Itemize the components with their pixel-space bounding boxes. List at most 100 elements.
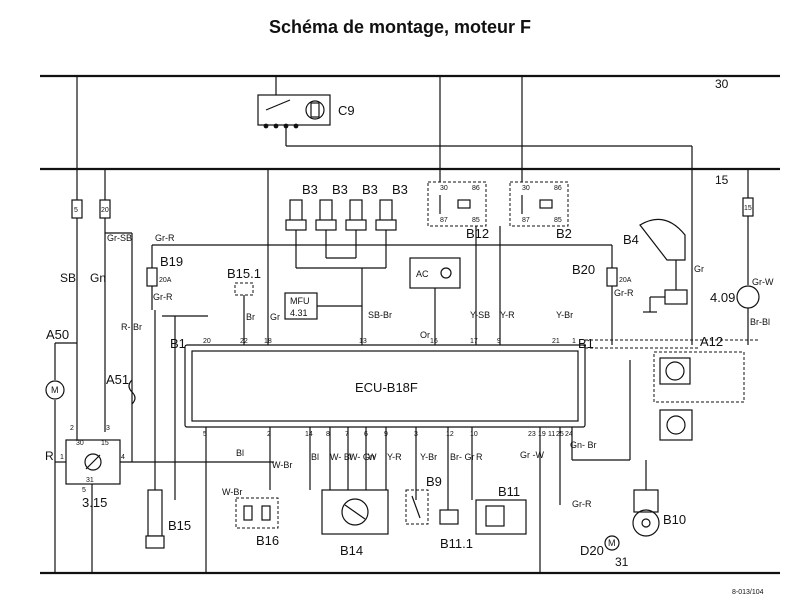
- a50-label: A50: [46, 327, 69, 342]
- b12-label: B12: [466, 226, 489, 241]
- rail-30-label: 30: [715, 77, 729, 91]
- wire-gn: Gn: [90, 271, 106, 285]
- svg-text:86: 86: [472, 185, 480, 192]
- b10-label: B10: [663, 512, 686, 527]
- sensor-b10: B10: [632, 460, 686, 537]
- svg-text:16: 16: [430, 338, 438, 345]
- b20-label: B20: [572, 262, 595, 277]
- svg-text:20: 20: [203, 338, 211, 345]
- b3-label-1: B3: [302, 182, 318, 197]
- svg-text:M: M: [51, 385, 59, 395]
- b11-1-label: B11.1: [440, 536, 473, 551]
- svg-text:5: 5: [203, 431, 207, 438]
- rail-31-label: 31: [615, 555, 629, 569]
- tachometer-4-09: [736, 285, 760, 309]
- fuse-1-rating: 5: [74, 207, 78, 214]
- b4-label: B4: [623, 232, 639, 247]
- svg-text:30: 30: [440, 185, 448, 192]
- wire-br-bl: Br-Bl: [750, 317, 770, 327]
- wire-sb: SB: [60, 271, 76, 285]
- r315-label: 3.15: [82, 495, 107, 510]
- reference-code: 8-013/104: [732, 589, 764, 596]
- switch-b9: B9: [405, 474, 442, 525]
- svg-text:3: 3: [106, 425, 110, 432]
- wire-br: Br: [246, 312, 255, 322]
- wire-w-bl: W- Bl: [330, 452, 352, 462]
- svg-text:19: 19: [538, 431, 546, 438]
- b16-label: B16: [256, 533, 279, 548]
- wire-y-br: Y-Br: [556, 310, 573, 320]
- wire-gr-r-low: Gr-R: [572, 499, 592, 509]
- svg-text:2: 2: [70, 425, 74, 432]
- svg-text:5: 5: [82, 487, 86, 494]
- svg-text:MFU: MFU: [290, 296, 310, 306]
- wire-bl-b14: Bl: [311, 452, 319, 462]
- wire-w: W: [368, 452, 377, 462]
- a50-motor: [45, 380, 65, 400]
- svg-text:8: 8: [326, 431, 330, 438]
- wire-gr: Gr: [270, 312, 280, 322]
- svg-text:85: 85: [554, 217, 562, 224]
- svg-text:1: 1: [60, 454, 64, 461]
- c9-label: C9: [338, 103, 355, 118]
- wire-y-br-low: Y-Br: [420, 452, 437, 462]
- diagram-title: Schéma de montage, moteur F: [268, 17, 532, 37]
- wire-sb-br: SB-Br: [368, 310, 392, 320]
- ac-module: AC: [409, 257, 461, 345]
- module-a12: A12: [653, 334, 745, 441]
- svg-text:15: 15: [101, 440, 109, 447]
- relay-b12: 30 86 87 85 B12: [427, 76, 489, 345]
- svg-text:7: 7: [345, 431, 349, 438]
- b3-label-3: B3: [362, 182, 378, 197]
- lambda-sensor-b15: B1 5: [145, 310, 208, 549]
- ecu-b18f: ECU-B18F B1 B1 20 22 18 13 16 17 9 21 1 …: [170, 336, 594, 438]
- svg-text:22: 22: [240, 338, 248, 345]
- wire-gr-sb: Gr-SB: [107, 233, 132, 243]
- b19-rating: 20A: [159, 277, 172, 284]
- wire-w-br-b16: W-Br: [222, 487, 242, 497]
- sensor-b16: B16: [235, 497, 279, 548]
- svg-text:87: 87: [440, 217, 448, 224]
- svg-text:1: 1: [572, 338, 576, 345]
- wire-w-gn: W- Gn: [349, 452, 375, 462]
- fuse-3: [742, 197, 754, 217]
- fuse-2: [99, 199, 111, 219]
- b19-label: B19: [160, 254, 183, 269]
- svg-text:31: 31: [86, 477, 94, 484]
- b9-label: B9: [426, 474, 442, 489]
- fuse-2-rating: 20: [101, 207, 109, 214]
- wire-gr-b4: Gr: [694, 264, 704, 274]
- valve-b11: B11: [475, 484, 527, 535]
- relay-b2: 30 86 87 85 B2: [499, 76, 572, 345]
- ecu-connector-left: B1: [170, 336, 186, 351]
- svg-text:12: 12: [446, 431, 454, 438]
- injectors-b3: B3 B3 B3 B3: [267, 169, 408, 345]
- wire-y-r-low: Y-R: [387, 452, 402, 462]
- a51-sensor: [128, 379, 136, 405]
- a409-label: 4.09: [710, 290, 735, 305]
- svg-text:14: 14: [305, 431, 313, 438]
- a12-label: A12: [700, 334, 723, 349]
- svg-text:21: 21: [552, 338, 560, 345]
- rail-15-label: 15: [715, 173, 729, 187]
- fuse-1: [71, 199, 83, 219]
- d20-motor: [604, 535, 620, 551]
- b15-1-sensor: B15.1: [227, 266, 261, 345]
- wire-r: R: [45, 449, 54, 463]
- sensor-b11-1: B11.1: [439, 509, 473, 551]
- wire-or: Or: [420, 330, 430, 340]
- svg-text:17: 17: [470, 338, 478, 345]
- svg-text:24: 24: [565, 431, 573, 438]
- svg-text:86: 86: [554, 185, 562, 192]
- mfu-box: MFU 4.31: [284, 292, 362, 320]
- wire-gr-r-b19: Gr-R: [153, 292, 173, 302]
- b11-label: B11: [498, 484, 520, 499]
- svg-text:M: M: [608, 538, 616, 548]
- svg-text:AC: AC: [416, 269, 429, 279]
- b3-label-4: B3: [392, 182, 408, 197]
- svg-text:10: 10: [470, 431, 478, 438]
- b15-label: B15: [168, 518, 191, 533]
- b20-rating: 20A: [619, 277, 632, 284]
